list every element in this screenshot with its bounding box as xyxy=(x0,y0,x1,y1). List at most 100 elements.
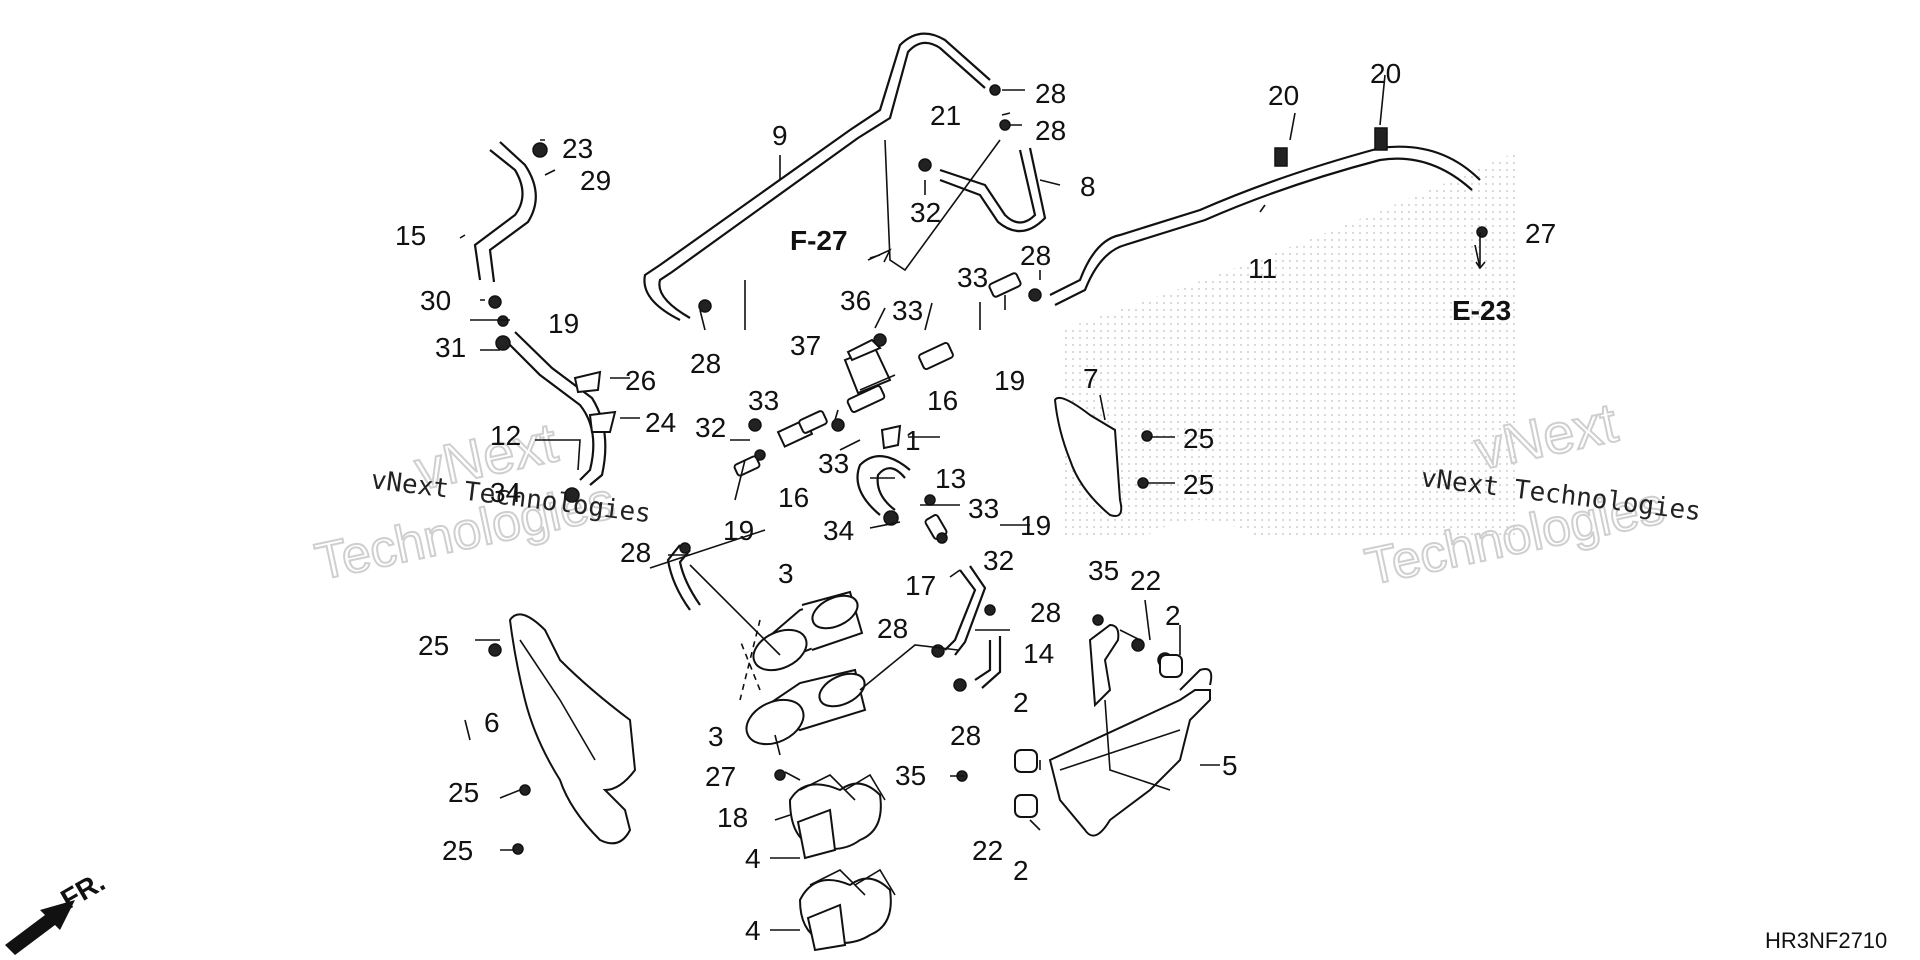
callout: 14 xyxy=(1023,638,1054,669)
callout: 25 xyxy=(448,777,479,808)
callout: 24 xyxy=(645,407,676,438)
callout: 31 xyxy=(435,332,466,363)
callout: 17 xyxy=(905,570,936,601)
callout: 32 xyxy=(983,545,1014,576)
tube-14-outline xyxy=(981,636,1002,689)
callout: 33 xyxy=(968,493,999,524)
callout: 25 xyxy=(1183,469,1214,500)
callout: 32 xyxy=(910,197,941,228)
callout: 7 xyxy=(1083,363,1099,394)
callout: 4 xyxy=(745,843,761,874)
bracket-5 xyxy=(1048,623,1213,837)
callout: 22 xyxy=(1130,565,1161,596)
canister-3-upper xyxy=(752,590,864,672)
reference-f27: F-27 xyxy=(790,225,848,256)
callout: 1 xyxy=(905,425,921,456)
callout: 6 xyxy=(484,707,500,738)
callout: 9 xyxy=(772,120,788,151)
tube-8-outline xyxy=(939,147,1047,233)
tube-15-outline xyxy=(488,141,537,283)
callout: 35 xyxy=(1088,555,1119,586)
callout: 19 xyxy=(723,515,754,546)
callout: 11 xyxy=(1248,253,1277,284)
callout: 15 xyxy=(395,220,426,251)
callout: 16 xyxy=(778,482,809,513)
band-4-lower xyxy=(798,868,896,952)
fittings xyxy=(733,272,1022,540)
callout: 4 xyxy=(745,915,761,946)
canister-3-lower xyxy=(745,668,867,756)
callout: 37 xyxy=(790,330,821,361)
clip-26 xyxy=(573,370,602,394)
band-4-upper xyxy=(788,773,886,860)
callout: 28 xyxy=(1035,78,1066,109)
tube-14 xyxy=(974,640,992,681)
callout: 28 xyxy=(877,613,908,644)
callout: 25 xyxy=(418,630,449,661)
mount-2 xyxy=(1159,654,1183,678)
callout: 26 xyxy=(625,365,656,396)
callout: 33 xyxy=(957,262,988,293)
clip-24 xyxy=(588,410,617,433)
mount-2 xyxy=(1014,794,1038,818)
callout: 2 xyxy=(1165,600,1181,631)
callout: 28 xyxy=(620,537,651,568)
callout: 36 xyxy=(840,285,871,316)
callout: 13 xyxy=(935,463,966,494)
callout: 28 xyxy=(1030,597,1061,628)
callout: 30 xyxy=(420,285,451,316)
tube-13 xyxy=(856,455,911,516)
callout: 34 xyxy=(490,477,521,508)
callout: 34 xyxy=(823,515,854,546)
reference-e23: E-23 xyxy=(1452,295,1511,326)
callout: 16 xyxy=(927,385,958,416)
tube-11-outline xyxy=(1054,157,1473,306)
callout: 33 xyxy=(892,295,923,326)
callout: 22 xyxy=(972,835,1003,866)
tube-17 xyxy=(944,569,977,651)
tube-8 xyxy=(939,149,1037,224)
callout-numbers: 1 2 2 2 3 3 4 4 5 6 7 8 9 11 12 13 14 15… xyxy=(395,58,1556,946)
callout: 28 xyxy=(1020,240,1051,271)
tube-9 xyxy=(643,32,991,321)
callout: 20 xyxy=(1370,58,1401,89)
callout: 20 xyxy=(1268,80,1299,111)
callout: 33 xyxy=(748,385,779,416)
callout: 27 xyxy=(705,761,736,792)
callout: 25 xyxy=(1183,423,1214,454)
leader-lines xyxy=(459,74,1486,931)
callout: 19 xyxy=(548,308,579,339)
callout: 25 xyxy=(442,835,473,866)
tube-short-left-outline xyxy=(678,549,701,606)
tube-17-outline xyxy=(954,565,987,656)
callout: 35 xyxy=(895,760,926,791)
callout: 3 xyxy=(708,721,724,752)
callout: 5 xyxy=(1222,750,1238,781)
watermark: vNext Technologies vNext Technologies vN… xyxy=(309,389,1702,597)
tube-9-outline xyxy=(658,41,986,319)
callout: 23 xyxy=(562,133,593,164)
callout: 3 xyxy=(778,558,794,589)
callout: 32 xyxy=(695,412,726,443)
callout: 28 xyxy=(950,720,981,751)
mount-2 xyxy=(1014,749,1038,773)
background-logo-pattern xyxy=(1060,150,1520,540)
callout: 19 xyxy=(994,365,1025,396)
tube-13-inner xyxy=(876,467,906,511)
callout: 29 xyxy=(580,165,611,196)
callout: 28 xyxy=(1035,115,1066,146)
callout: 19 xyxy=(1020,510,1051,541)
tube-15 xyxy=(473,149,524,281)
callout: 21 xyxy=(930,100,961,131)
cover-6 xyxy=(508,613,637,845)
plate-7 xyxy=(1053,396,1123,517)
callout: 8 xyxy=(1080,171,1096,202)
callout: 2 xyxy=(1013,687,1029,718)
callout: 12 xyxy=(490,420,521,451)
callout: 2 xyxy=(1013,855,1029,886)
solenoid-valve-36 xyxy=(843,338,896,395)
callout: 27 xyxy=(1525,218,1556,249)
callout: 33 xyxy=(818,448,849,479)
